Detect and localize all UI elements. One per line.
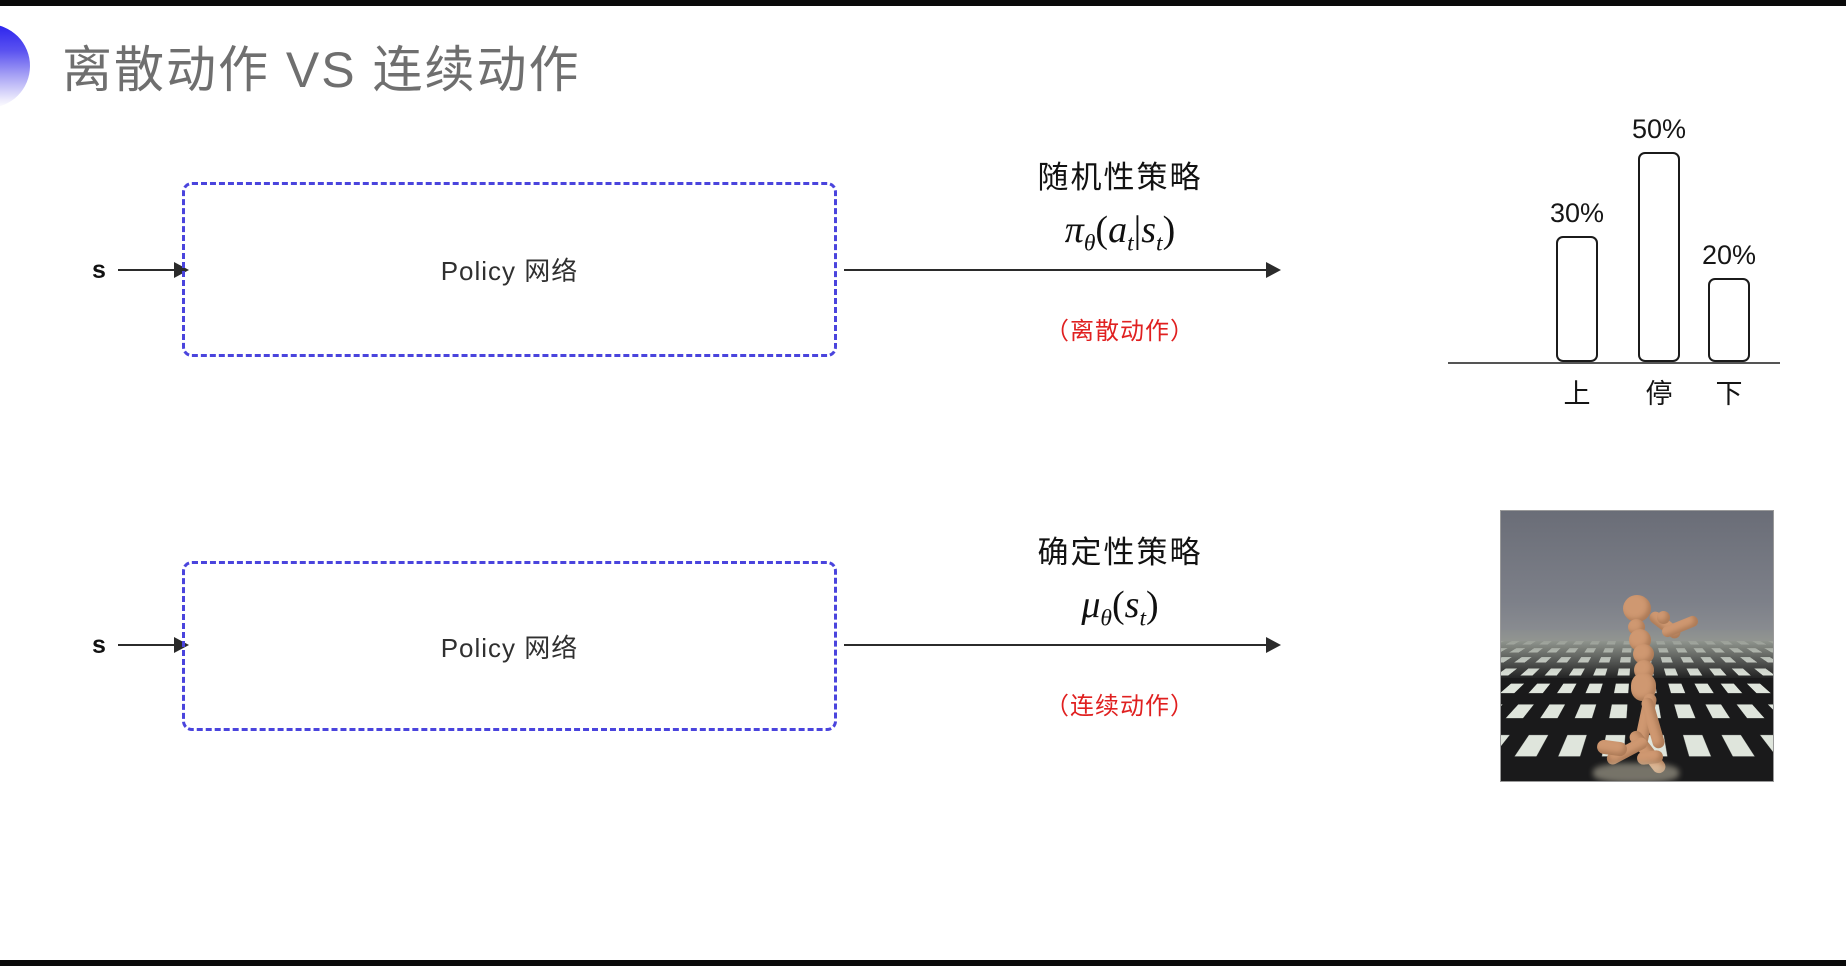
- floor-reflection: [1593, 763, 1679, 781]
- bar-category-label-1: 停: [1645, 379, 1673, 409]
- output-arrow-line: [844, 269, 1274, 271]
- formula-arg2-subscript: t: [1156, 230, 1163, 257]
- policy-type-label: 确定性策略: [1037, 535, 1203, 570]
- action-space-note: （离散动作）: [1045, 318, 1195, 345]
- formula-close-paren: ): [1146, 584, 1159, 626]
- policy-formula: μθ(st): [960, 583, 1280, 633]
- policy-type-label: 随机性策略: [1037, 160, 1203, 195]
- state-input-label: s: [92, 631, 106, 659]
- formula-main: μ: [1081, 584, 1101, 626]
- formula-arg2: s: [1141, 209, 1157, 251]
- bar-category-label-0: 上: [1563, 379, 1591, 409]
- state-input-label: s: [92, 256, 106, 284]
- bar-category-label-2: 下: [1715, 379, 1743, 409]
- slide-canvas: 离散动作 VS 连续动作 s Policy 网络 随机性策略 πθ(at|st)…: [0, 6, 1846, 960]
- action-space-note: （连续动作）: [1045, 693, 1195, 720]
- policy-formula: πθ(at|st): [960, 208, 1280, 258]
- action-probability-bar-chart: 30% 50% 20% 上 停 下: [1448, 110, 1830, 420]
- output-arrow-head-icon: [1266, 637, 1281, 653]
- policy-network-label: Policy 网络: [440, 256, 579, 286]
- bar-value-2: 20%: [1701, 240, 1757, 270]
- policy-network-label: Policy 网络: [440, 632, 579, 663]
- formula-arg1-subscript: t: [1127, 230, 1134, 257]
- title-decoration-icon: [0, 24, 30, 108]
- bar-2: [1708, 278, 1750, 362]
- output-arrow-head-icon: [1266, 262, 1281, 278]
- bar-value-0: 30%: [1549, 198, 1605, 228]
- formula-open-paren: (: [1112, 584, 1125, 626]
- bar-chart-plot-area: 30% 50% 20%: [1500, 110, 1830, 362]
- page-title: 离散动作 VS 连续动作: [62, 42, 581, 98]
- bar-value-1: 50%: [1631, 114, 1687, 144]
- input-arrow-line: [118, 269, 180, 271]
- formula-arg1-subscript: t: [1139, 605, 1146, 632]
- input-arrow-line: [118, 644, 180, 646]
- formula-close-paren: ): [1162, 209, 1176, 251]
- bar-1: [1638, 152, 1680, 362]
- output-arrow-line: [844, 644, 1274, 646]
- formula-main: π: [1064, 209, 1084, 251]
- formula-main-subscript: θ: [1083, 230, 1096, 257]
- policy-network-box[interactable]: Policy 网络: [182, 561, 837, 731]
- policy-network-box[interactable]: Policy 网络: [182, 182, 837, 357]
- humanoid-head: [1623, 595, 1651, 622]
- formula-arg1: a: [1108, 209, 1128, 251]
- formula-arg1: s: [1124, 584, 1140, 626]
- video-letterbox-bottom: [0, 960, 1846, 966]
- bar-chart-axis: [1448, 362, 1780, 364]
- input-arrow-head-icon: [174, 637, 189, 653]
- bar-0: [1556, 236, 1598, 362]
- formula-open-paren: (: [1095, 209, 1109, 251]
- diagram-row-continuous: s Policy 网络 确定性策略 μθ(st) （连续动作）: [0, 510, 1846, 866]
- humanoid-hand: [1657, 611, 1670, 624]
- formula-conditional-bar: |: [1133, 209, 1142, 251]
- input-arrow-head-icon: [174, 262, 189, 278]
- humanoid-torso-mid: [1633, 644, 1654, 664]
- humanoid-simulation-image: [1500, 510, 1774, 782]
- video-letterbox-top: [0, 0, 1846, 6]
- diagram-row-discrete: s Policy 网络 随机性策略 πθ(at|st) （离散动作） 30% 5…: [0, 114, 1846, 486]
- formula-main-subscript: θ: [1100, 605, 1112, 632]
